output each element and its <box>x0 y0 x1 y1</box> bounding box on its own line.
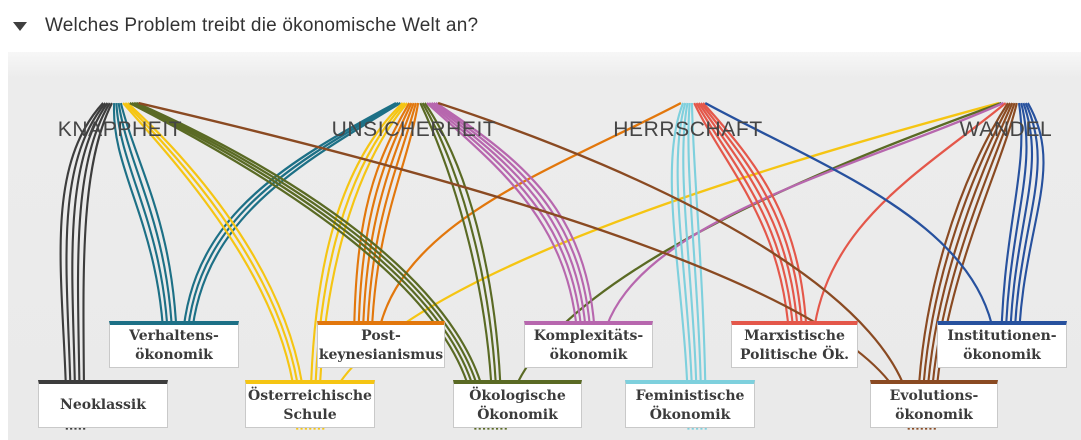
category-label-herrschaft[interactable]: HERRSCHAFT <box>613 118 763 141</box>
question-header[interactable]: Welches Problem treibt die ökonomische W… <box>0 0 1081 52</box>
flow-line-feministische-herrschaft <box>682 102 699 430</box>
flow-line-institutionen-wandel <box>1008 102 1034 363</box>
flow-line-oekologische-knappheit <box>131 101 481 430</box>
flow-line-komplexitaets-unsicherheit <box>435 102 597 363</box>
school-box-postkeynes[interactable]: Post-keynesianismus <box>317 321 445 368</box>
flow-line-oesterreichische-knappheit <box>126 102 307 430</box>
flow-line-verhaltens-knappheit <box>119 102 179 363</box>
flow-line-oekologische-unsicherheit <box>423 102 503 430</box>
school-label-line: Schule <box>283 406 337 423</box>
flow-line-institutionen-herrschaft <box>704 101 998 363</box>
school-label-line: Komplexitäts- <box>533 328 644 344</box>
flow-line-neoklassik-knappheit <box>82 102 113 430</box>
flow-line-neoklassik-knappheit <box>65 102 107 430</box>
school-box-evolutions[interactable]: Evolutions-ökonomik <box>870 380 998 428</box>
flow-line-komplexitaets-unsicherheit <box>433 102 593 363</box>
flow-line-postkeynes-unsicherheit <box>370 102 420 363</box>
school-label-line: Österreichische <box>248 387 372 404</box>
flow-line-feministische-herrschaft <box>670 102 690 430</box>
flow-line-evolutions-wandel <box>916 102 1009 430</box>
flow-line-marxistische-herrschaft <box>693 102 792 363</box>
school-label-line: Institutionen- <box>947 328 1057 344</box>
flow-line-feministische-herrschaft <box>687 102 703 430</box>
flow-line-komplexitaets-unsicherheit <box>430 102 589 363</box>
flow-line-institutionen-wandel <box>1017 102 1045 363</box>
school-label-line: ökonomik <box>135 347 213 363</box>
school-label-line: ökonomik <box>549 347 628 363</box>
flow-line-neoklassik-knappheit <box>76 102 111 430</box>
flow-line-postkeynes-unsicherheit <box>352 102 411 363</box>
flow-line-oesterreichische-knappheit <box>122 102 299 430</box>
flow-line-oesterreichische-knappheit <box>124 102 303 430</box>
flow-line-evolutions-wandel <box>925 102 1014 430</box>
category-label-unsicherheit[interactable]: UNSICHERHEIT <box>331 118 497 141</box>
flow-line-verhaltens-knappheit <box>115 102 170 363</box>
school-label-line: ökonomik <box>895 406 973 423</box>
flow-line-marxistische-wandel <box>810 102 1007 363</box>
flow-line-neoklassik-knappheit <box>59 102 104 430</box>
flow-line-marxistische-herrschaft <box>695 102 796 363</box>
flow-line-komplexitaets-wandel <box>599 101 1004 363</box>
school-label-line: Neoklassik <box>60 397 146 413</box>
question-title: Welches Problem treibt die ökonomische W… <box>45 15 479 36</box>
flow-line-evolutions-unsicherheit <box>437 101 915 430</box>
school-label-line: Ökonomik <box>649 406 731 423</box>
flow-line-verhaltens-unsicherheit <box>184 101 399 363</box>
flow-line-oesterreichische-unsicherheit <box>317 102 408 430</box>
flow-line-oekologische-knappheit <box>129 101 477 430</box>
school-box-komplexitaets[interactable]: Komplexitäts-ökonomik <box>524 321 653 368</box>
school-label-line: Politische Ök. <box>739 347 850 363</box>
flow-line-postkeynes-herrschaft <box>374 101 682 363</box>
flow-line-institutionen-wandel <box>1012 102 1039 363</box>
flow-line-postkeynes-unsicherheit <box>365 102 417 363</box>
school-label-line: Evolutions- <box>889 387 979 404</box>
school-box-verhaltens[interactable]: Verhaltens-ökonomik <box>109 321 239 368</box>
school-label-line: ökonomik <box>963 347 1041 363</box>
school-label-line: Ökologische <box>469 387 566 404</box>
flow-line-evolutions-knappheit <box>138 101 910 430</box>
school-label-line: keynesianismus <box>318 347 444 363</box>
flow-line-postkeynes-unsicherheit <box>357 102 413 363</box>
flow-line-verhaltens-knappheit <box>117 102 174 363</box>
flow-line-postkeynes-unsicherheit <box>361 102 415 363</box>
flow-line-oekologische-unsicherheit <box>419 102 494 430</box>
flow-line-verhaltens-unsicherheit <box>180 101 397 363</box>
flow-line-oesterreichische-unsicherheit <box>313 102 406 430</box>
flow-line-feministische-herrschaft <box>690 103 707 430</box>
school-label-line: Marxistische <box>744 328 845 344</box>
flow-line-oekologische-knappheit <box>135 101 490 430</box>
flow-line-evolutions-wandel <box>933 102 1018 430</box>
school-label-line: Post- <box>361 328 401 344</box>
school-label-line: Verhaltens- <box>129 328 219 344</box>
school-box-neoklassik[interactable]: Neoklassik <box>38 380 168 428</box>
flow-line-komplexitaets-unsicherheit <box>426 102 580 363</box>
flow-line-neoklassik-knappheit <box>71 102 109 430</box>
flow-line-evolutions-wandel <box>920 102 1012 430</box>
flow-line-institutionen-wandel <box>1004 102 1028 363</box>
flow-line-institutionen-wandel <box>999 102 1023 363</box>
flow-line-verhaltens-knappheit <box>113 102 166 363</box>
collapse-triangle-icon <box>13 21 27 31</box>
school-label-line: Feministische <box>635 387 745 404</box>
flow-line-verhaltens-unsicherheit <box>189 101 401 363</box>
school-box-institutionen[interactable]: Institutionen-ökonomik <box>937 321 1067 368</box>
diagram-panel: KNAPPHEIT UNSICHERHEIT HERRSCHAFT WANDEL Ne… <box>8 52 1081 440</box>
flow-line-evolutions-wandel <box>929 102 1016 430</box>
category-label-wandel[interactable]: WANDEL <box>959 118 1053 141</box>
flow-line-oesterreichische-unsicherheit <box>309 102 404 430</box>
flow-line-feministische-herrschaft <box>676 102 694 430</box>
flow-line-oekologische-unsicherheit <box>421 102 499 430</box>
category-label-knappheit[interactable]: KNAPPHEIT <box>57 118 183 141</box>
school-label-line: Ökonomik <box>477 406 558 423</box>
flow-diagram <box>59 101 1045 430</box>
flow-line-marxistische-herrschaft <box>697 102 800 363</box>
flow-line-oekologische-knappheit <box>133 101 486 430</box>
flow-line-marxistische-herrschaft <box>702 102 809 363</box>
